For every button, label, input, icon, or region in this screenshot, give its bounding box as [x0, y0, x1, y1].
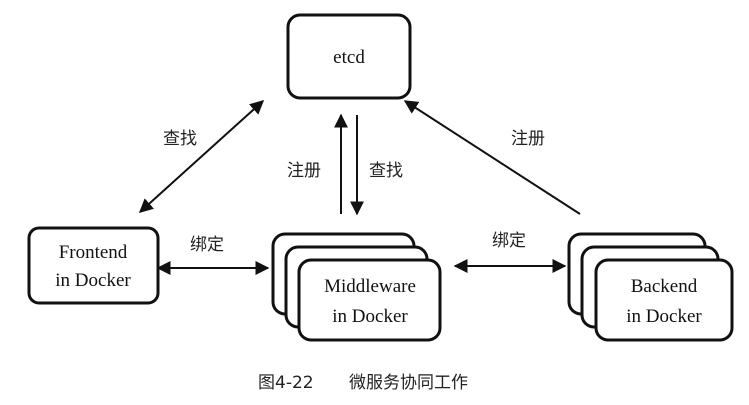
- middleware-node-stack: Middleware in Docker: [271, 232, 442, 342]
- backend-register-label: 注册: [511, 129, 545, 149]
- figure-caption: 图4-22 微服务协同工作: [258, 373, 468, 393]
- figure-number: 图4-22: [258, 373, 314, 393]
- figure-title: 微服务协同工作: [349, 373, 468, 393]
- backend-label-line1: Backend: [631, 276, 698, 297]
- backend-to-etcd-arrow: [403, 100, 581, 215]
- frontend-etcd-lookup-label: 查找: [163, 129, 197, 149]
- backend-box: [594, 258, 734, 342]
- middleware-label-line2: in Docker: [332, 306, 408, 327]
- frontend-box: [27, 226, 160, 305]
- middleware-register-label: 注册: [287, 161, 321, 181]
- frontend-label-line2: in Docker: [55, 270, 131, 291]
- middleware-label-line1: Middleware: [324, 276, 416, 297]
- middleware-box: [297, 258, 442, 342]
- frontend-to-etcd-arrow: [138, 100, 265, 213]
- middleware-backend-bind-label: 绑定: [492, 231, 526, 251]
- etcd-label: etcd: [333, 47, 365, 68]
- frontend-middleware-bind-label: 绑定: [190, 235, 224, 255]
- middleware-lookup-label: 查找: [369, 161, 403, 181]
- frontend-node: Frontend in Docker: [27, 226, 160, 305]
- etcd-box: [286, 13, 412, 100]
- backend-label-line2: in Docker: [626, 306, 702, 327]
- backend-node-stack: Backend in Docker: [567, 232, 734, 342]
- frontend-label-line1: Frontend: [59, 242, 128, 263]
- etcd-node: etcd: [286, 13, 412, 100]
